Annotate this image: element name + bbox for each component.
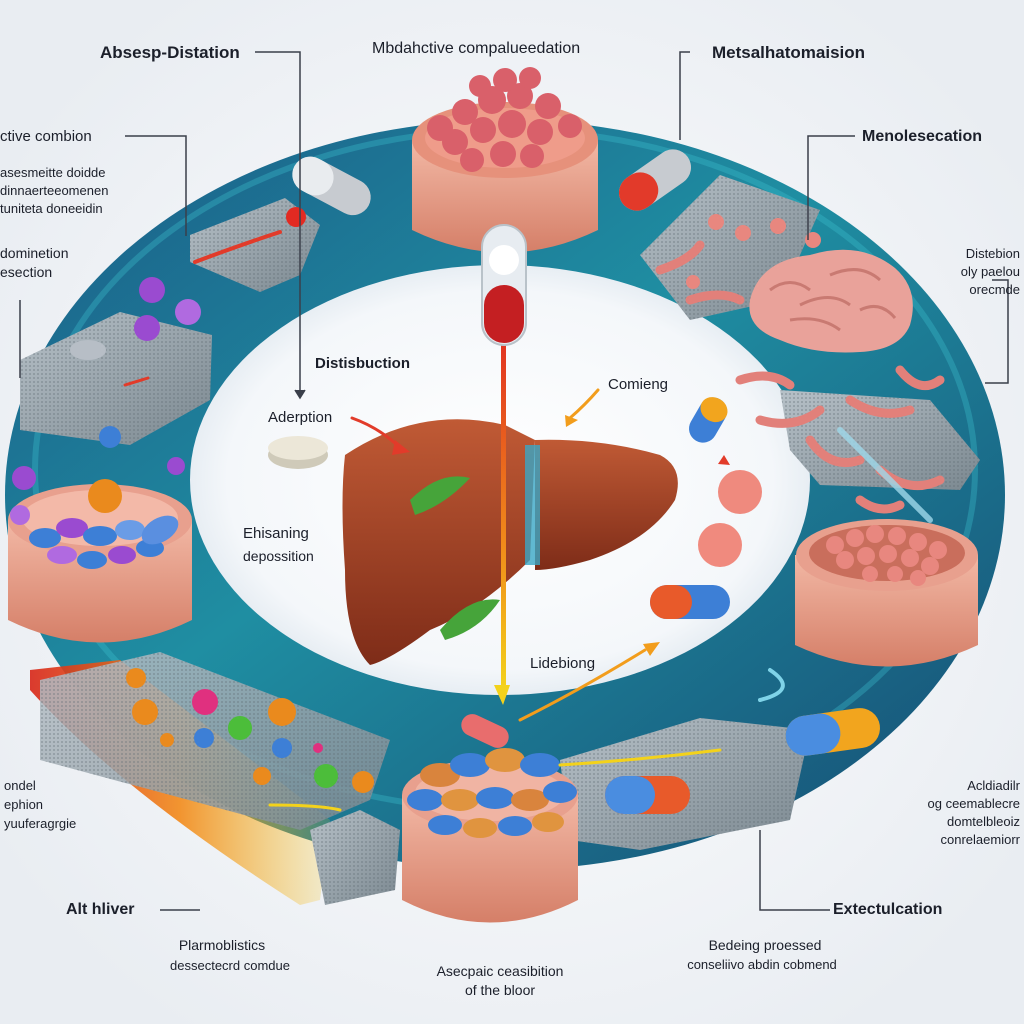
label-right-desc-2: oly paelou bbox=[961, 264, 1020, 279]
capsule-bottom-right bbox=[785, 708, 881, 756]
label-right-desc-3: orecmde bbox=[969, 282, 1020, 297]
molecule-strands bbox=[655, 240, 945, 514]
label-right-top: Menolesecation bbox=[862, 128, 982, 145]
beads-left bbox=[70, 207, 306, 475]
label-inner-lidebiong: Lidebiong bbox=[530, 655, 595, 672]
label-right-low-1: Acldiadilr bbox=[967, 778, 1020, 793]
tablet-right-2 bbox=[698, 523, 742, 567]
capsule-right-small bbox=[689, 397, 728, 443]
label-right-low-4: conrelaemiorr bbox=[941, 832, 1021, 847]
capsule-right-mid bbox=[650, 585, 730, 619]
cells-right-small bbox=[686, 214, 821, 289]
label-bottom-right-1: Bedeing proessed bbox=[709, 937, 822, 953]
brain bbox=[749, 249, 913, 353]
capsule-bottom-mid bbox=[605, 776, 690, 814]
label-right-low-2: og ceemablecre bbox=[928, 796, 1021, 811]
label-left-low-2: ephion bbox=[4, 797, 43, 812]
leader-lines bbox=[19, 51, 1009, 911]
label-metabolism-top-right: Metsalhatomaision bbox=[712, 43, 865, 62]
label-active-combination: ctive combion bbox=[0, 128, 92, 145]
capsule-top-right bbox=[618, 149, 692, 211]
label-left-low-1: ondel bbox=[4, 778, 36, 793]
tablet-inner-left bbox=[268, 436, 328, 469]
label-left-low-3: yuuferagrgie bbox=[4, 816, 76, 831]
label-bottom-left-2: dessectecrd comdue bbox=[170, 958, 290, 973]
label-right-desc-1: Distebion bbox=[966, 246, 1020, 261]
flow-arrows bbox=[123, 230, 933, 812]
label-left-mid-1: dominetion bbox=[0, 245, 69, 261]
label-inner-combining: Comieng bbox=[608, 376, 668, 393]
label-bottom-left-1: Plarmoblistics bbox=[179, 937, 265, 953]
label-left-desc-1: asesmeitte doidde bbox=[0, 165, 106, 180]
label-inner-deposition: depossition bbox=[243, 548, 314, 564]
label-right-low-3: domtelbleoiz bbox=[947, 814, 1020, 829]
label-left-desc-2: dinnaerteeomenen bbox=[0, 183, 108, 198]
label-bottom-center-1: Asecpaic ceasibition bbox=[437, 963, 564, 979]
liver bbox=[342, 419, 678, 665]
test-tube bbox=[481, 224, 527, 346]
label-bottom-center-2: of the bloor bbox=[465, 982, 535, 998]
tissue-block-right bbox=[795, 519, 978, 667]
beads-bottom-left bbox=[126, 668, 374, 793]
tablet-right-1 bbox=[718, 470, 762, 514]
label-metabolic-compartment: Mbdahctive compalueedation bbox=[372, 40, 580, 57]
label-absorption-distribution: Absesp-Distation bbox=[100, 43, 240, 62]
cell-cluster-top bbox=[427, 67, 582, 172]
label-alt-hliver: Alt hliver bbox=[66, 901, 134, 918]
label-inner-distribution: Distisbuction bbox=[315, 355, 410, 372]
label-left-desc-3: tuniteta doneeidin bbox=[0, 201, 103, 216]
cell-cluster-right bbox=[826, 525, 947, 586]
label-bottom-right-2: conseliivo abdin cobmend bbox=[687, 957, 837, 972]
pill-cluster-bottom bbox=[407, 714, 577, 838]
label-inner-adsorption: Aderption bbox=[268, 409, 332, 426]
label-left-mid-2: esection bbox=[0, 264, 52, 280]
capsule-top-left bbox=[292, 156, 371, 216]
pill-cluster-left bbox=[10, 466, 179, 569]
label-inner-ehisaning: Ehisaning bbox=[243, 525, 309, 542]
label-extectulcation: Extectulcation bbox=[833, 901, 942, 918]
vertical-flow-arrow bbox=[494, 320, 510, 705]
